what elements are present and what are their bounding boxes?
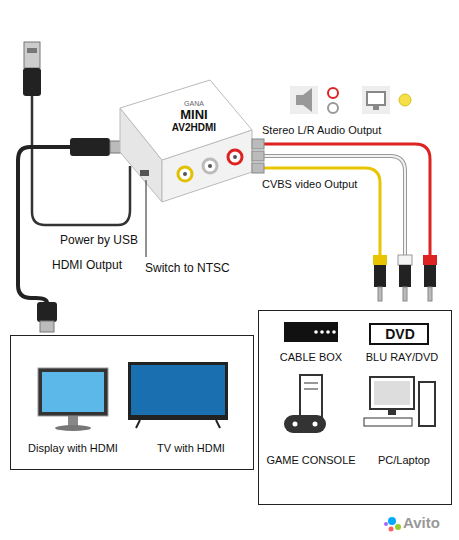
hdmi-cable	[18, 147, 70, 303]
gamepad-button	[313, 422, 318, 427]
rca-pin	[208, 164, 212, 168]
cable-box-dot	[326, 330, 330, 334]
callout-label: CVBS video Output	[262, 178, 357, 191]
pc-tower	[419, 382, 435, 426]
callout-label: Power by USB	[60, 233, 138, 247]
cable-box-dot	[314, 330, 318, 334]
node-text: PC/Laptop	[359, 454, 449, 467]
tv-frame	[128, 362, 228, 420]
group-box: Display with HDMITV with HDMI	[10, 335, 254, 470]
tv-screen	[131, 365, 225, 415]
console-detail	[304, 389, 318, 390]
monitor-icon	[373, 106, 379, 110]
node-text: GAME CONSOLE	[261, 454, 361, 467]
callout-label: HDMI Output	[52, 258, 122, 272]
node-text: BLU RAY/DVD	[355, 351, 449, 364]
rca-jack	[228, 150, 242, 164]
node-text: CABLE BOX	[263, 351, 359, 364]
monitor-base	[55, 425, 91, 431]
rca-pin	[183, 172, 187, 176]
watermark: Avito	[403, 514, 440, 532]
group-box: DVD	[369, 323, 429, 345]
cable-box-icon	[284, 322, 338, 342]
rca-jack	[178, 167, 192, 181]
hdmi-plug-tip	[40, 321, 54, 332]
group-box: CABLE BOXBLU RAY/DVD GAME CONSOLEPC/Lapto…	[258, 310, 452, 505]
red-dot	[328, 88, 338, 98]
rca-plug-band	[398, 255, 412, 265]
speaker-icon	[296, 95, 303, 105]
console-tower	[300, 375, 322, 417]
rca-plug-body	[424, 265, 436, 287]
gamepad-icon	[284, 415, 326, 433]
node-text: GANA	[150, 100, 238, 108]
rca-plug-head	[252, 163, 264, 173]
rca-pin	[233, 155, 237, 159]
console-detail	[304, 383, 318, 384]
speaker-icon	[303, 88, 312, 112]
box-top-face	[120, 80, 252, 160]
monitor-screen	[42, 372, 104, 412]
watermark-dot	[388, 517, 396, 525]
white-cable	[264, 156, 405, 255]
monitor-frame	[38, 368, 108, 416]
usb-body	[23, 68, 41, 96]
rca-plug-band	[373, 255, 387, 265]
usb-slot	[27, 48, 37, 53]
rca-plug-head	[252, 139, 264, 149]
cable-box-dot	[332, 330, 336, 334]
cable-box-dot	[320, 330, 324, 334]
callout-label: Switch to NTSC	[145, 261, 230, 275]
white-dot	[328, 103, 338, 113]
rca-jack	[203, 159, 217, 173]
hdmi-plug-body	[70, 138, 110, 156]
monitor-icon	[367, 92, 385, 105]
rca-plug-band	[423, 255, 437, 265]
rca-plug-tip	[378, 287, 382, 301]
yellow-dot	[399, 94, 411, 106]
rca-plug-body	[399, 265, 411, 287]
tv-leg	[136, 420, 140, 428]
pc-stand	[388, 409, 396, 415]
pc-keyboard	[364, 418, 412, 426]
pc-screen	[374, 381, 410, 405]
rca-plug-body	[374, 265, 386, 287]
leader-line	[146, 180, 147, 257]
watermark-dot	[395, 524, 401, 530]
watermark-dot	[384, 522, 388, 526]
rca-plug-tip	[403, 287, 407, 301]
device-label: GANAMINIAV2HDMI	[150, 100, 238, 133]
node-text: AV2HDMI	[150, 122, 238, 133]
icon-ground	[290, 86, 318, 114]
callout-label: Stereo L/R Audio Output	[262, 124, 381, 137]
pc-monitor	[370, 377, 414, 409]
tv-leg	[216, 420, 220, 428]
node-text: MINI	[150, 108, 238, 122]
white-cable-outline	[264, 156, 405, 255]
watermark-dot	[389, 527, 394, 532]
usb-tip	[24, 42, 40, 68]
node-text: DVD	[373, 326, 427, 343]
node-text: TV with HDMI	[131, 442, 251, 455]
icon-ground	[362, 86, 390, 114]
rca-plug-tip	[428, 287, 432, 301]
red-cable	[264, 144, 430, 255]
usb-cable	[32, 95, 130, 225]
rca-plug-head	[252, 151, 264, 161]
ntsc-switch	[140, 170, 149, 176]
node-text: Display with HDMI	[13, 442, 133, 455]
gamepad-button	[293, 422, 298, 427]
monitor-stand	[68, 416, 78, 426]
hdmi-plug-body	[37, 302, 57, 322]
